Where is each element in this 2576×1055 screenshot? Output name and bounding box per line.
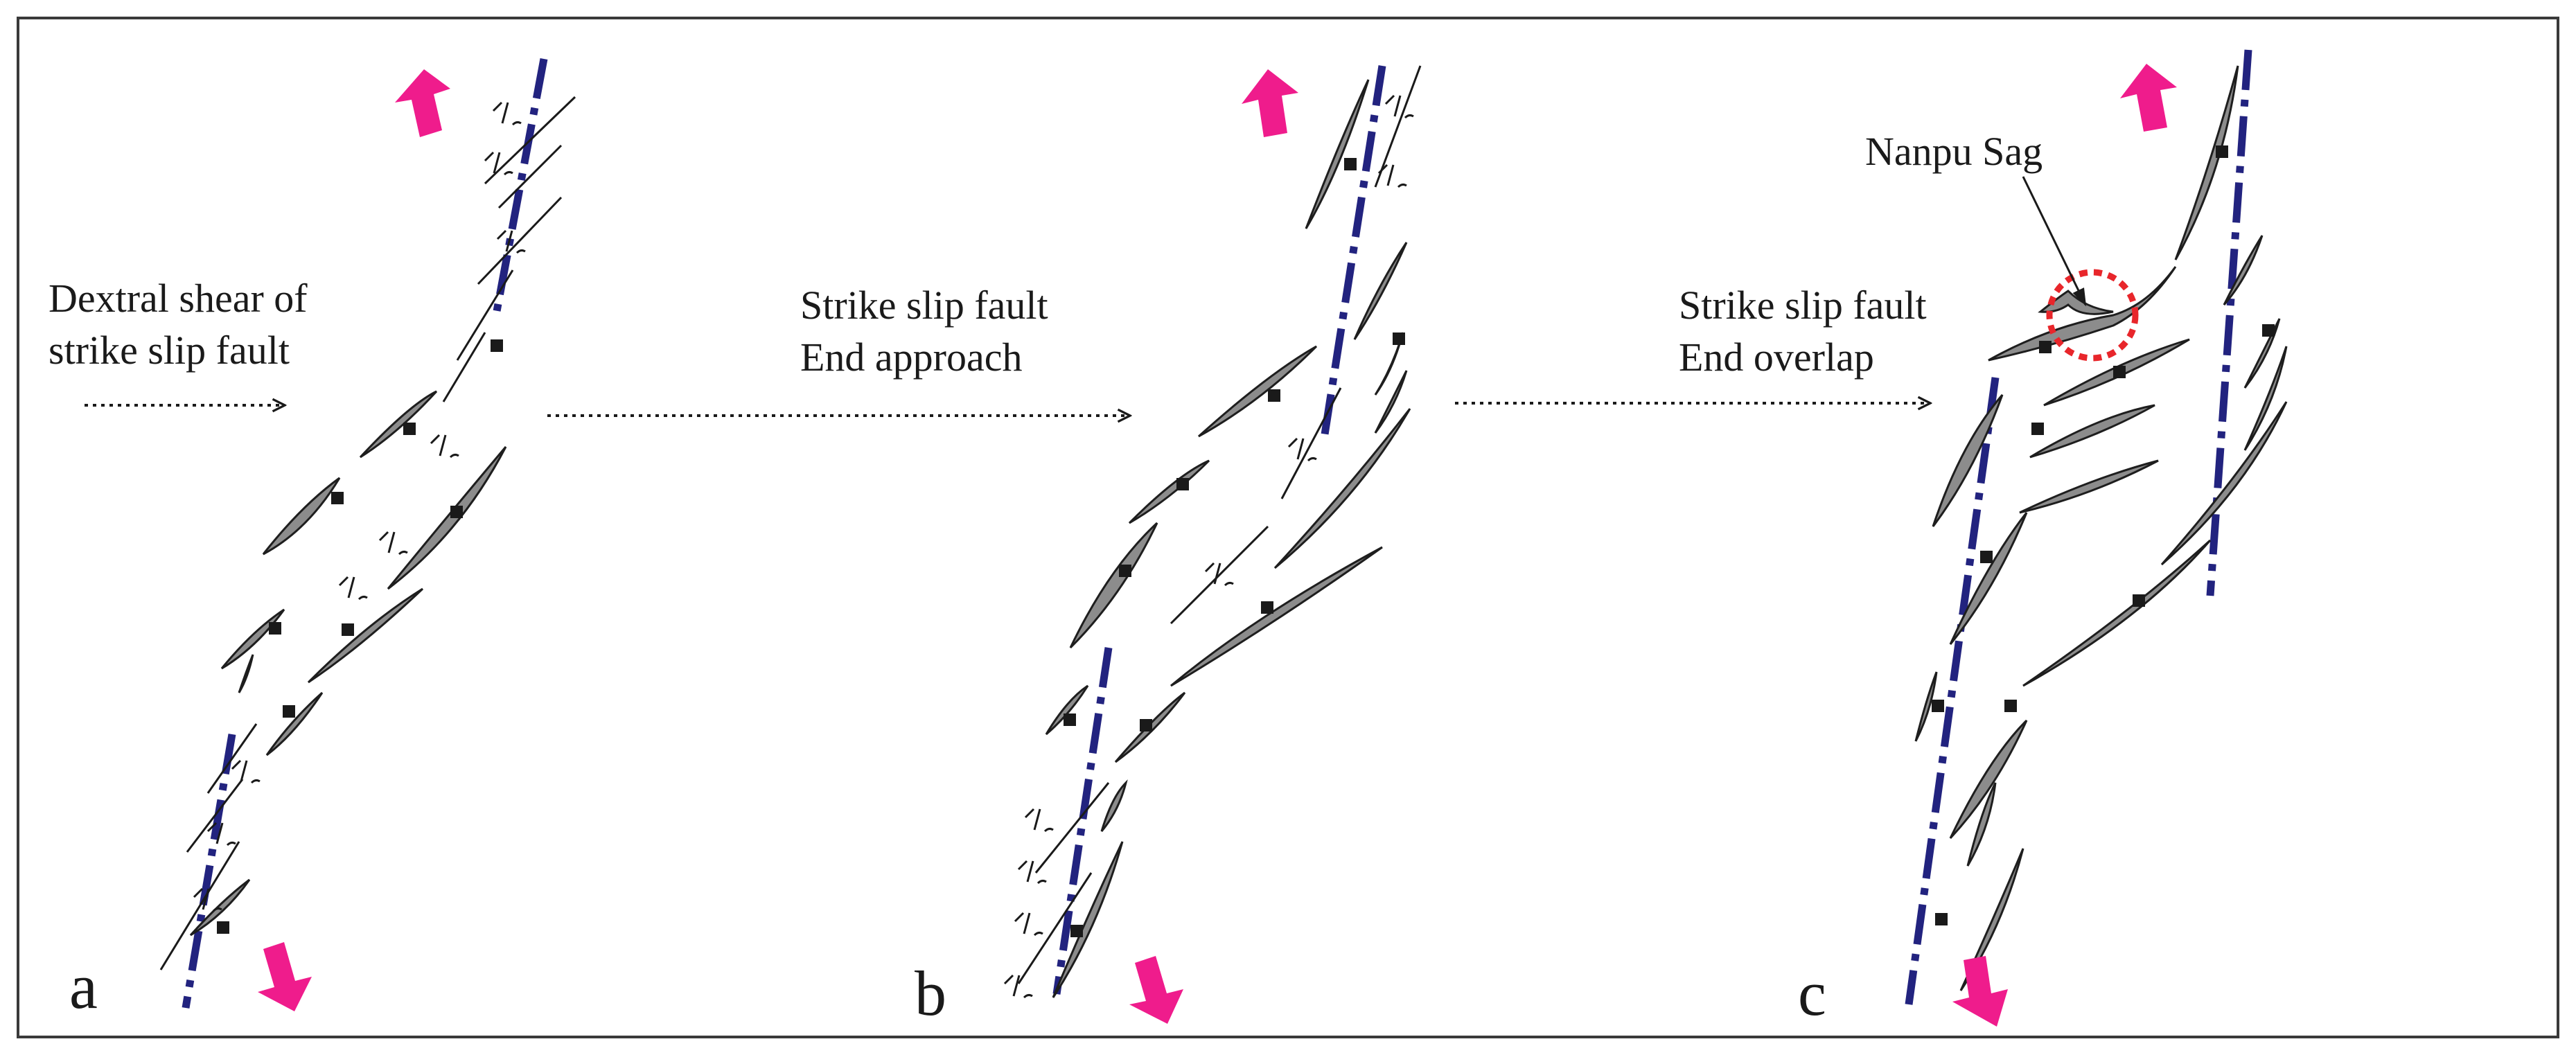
fault-trace-south (182, 734, 236, 1009)
fault-trace-south (1052, 647, 1113, 995)
extension-arrow-north (1242, 69, 1298, 137)
panel-a: Dextral shear of strike slip fault a (48, 57, 576, 1022)
extension-arrow-south (1129, 956, 1183, 1024)
secondary-faults (1017, 65, 1422, 984)
panel-b-caption-line1: Strike slip fault (800, 283, 1048, 328)
panel-a-caption-line1: Dextral shear of (48, 276, 308, 321)
secondary-faults (159, 96, 576, 970)
panel-c-caption-line1: Strike slip fault (1679, 283, 1927, 328)
lens-segments (189, 390, 507, 937)
panel-a-caption-line2: strike slip fault (48, 328, 290, 373)
dextral-shear-symbols (193, 101, 526, 912)
extension-arrow-north (2120, 64, 2177, 132)
nanpu-sag-circle (2046, 269, 2139, 362)
panel-c-letter: c (1798, 958, 1826, 1029)
downthrown-markers (217, 339, 503, 934)
nanpu-sag-label: Nanpu Sag (1865, 129, 2043, 174)
figure-frame (17, 17, 2559, 1038)
panel-b-letter: b (915, 958, 946, 1029)
panel-b: Strike slip fault End approach b (800, 65, 1422, 1029)
fault-trace-north (1319, 65, 1386, 444)
panel-c-caption-line2: End overlap (1679, 335, 1874, 380)
fault-trace-east (2206, 49, 2252, 596)
fault-trace-north (491, 57, 548, 320)
lens-segments (1914, 65, 2288, 991)
extension-arrow-south (1952, 956, 2008, 1027)
dextral-shear-symbols (1003, 94, 1414, 999)
nanpu-sag-leader (2022, 176, 2087, 307)
downthrown-markers (1932, 145, 2275, 925)
panel-c: Nanpu Sag Strike slip fault End overlap … (1679, 49, 2288, 1029)
panel-a-letter: a (69, 951, 98, 1022)
downthrown-markers (1064, 158, 1405, 937)
panel-b-caption-line2: End approach (800, 335, 1022, 380)
fault-trace-west (1905, 377, 2000, 1005)
extension-arrow-north (395, 69, 450, 137)
extension-arrow-south (258, 942, 312, 1011)
